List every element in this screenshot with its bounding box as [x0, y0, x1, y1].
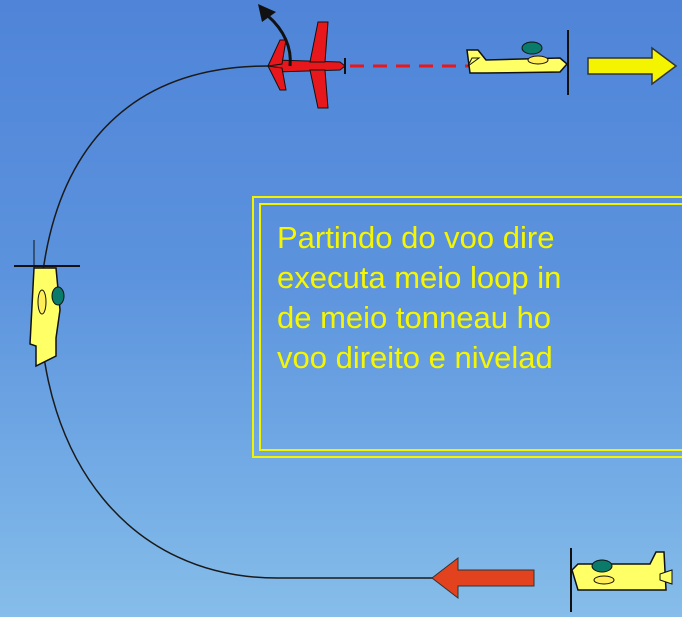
arrow-right-icon: [587, 46, 678, 86]
caption-line-2: executa meio loop in: [277, 260, 562, 295]
climbing-plane-icon: [14, 240, 80, 368]
caption-text: Partindo do voo dire executa meio loop i…: [277, 218, 682, 378]
entry-plane-icon: [466, 30, 569, 95]
inverted-plane-icon: [267, 21, 346, 109]
caption-box-inner-border: [259, 203, 682, 451]
caption-box: [252, 196, 682, 458]
caption-line-4: voo direito e nivelad: [277, 340, 553, 375]
caption-line-1: Partindo do voo dire: [277, 220, 555, 255]
arrow-left-icon: [431, 556, 535, 600]
exit-plane-icon: [570, 548, 673, 612]
caption-line-3: de meio tonneau ho: [277, 300, 552, 335]
rotation-arrow-icon: [258, 4, 292, 67]
